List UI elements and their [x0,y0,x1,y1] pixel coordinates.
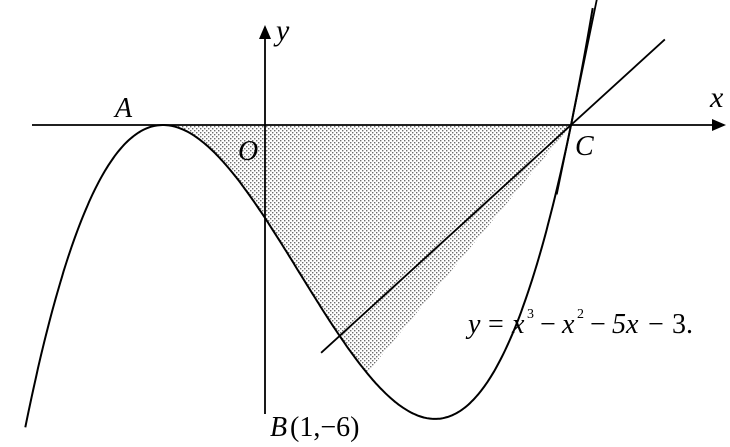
x-axis-label: x [709,81,724,114]
steep-line-c [555,0,598,195]
equation-x-cubed: x [511,309,525,340]
equation-equals: = [488,309,504,340]
point-label-b-letter: B [270,412,287,443]
curve-equation: y = x 3 − x 2 − 5x − 3. [465,307,693,340]
equation-minus-3: − [648,309,664,340]
equation-5x: 5x [612,309,639,340]
equation-minus-2: − [590,309,606,340]
point-label-c: C [575,131,594,162]
point-label-a: A [113,93,133,124]
equation-power-2: 2 [577,307,584,322]
equation-y: y [465,309,481,340]
equation-x-squared: x [561,309,575,340]
equation-power-3: 3 [527,307,534,322]
point-label-b: B (1,−6) [270,412,359,443]
y-axis-label: y [273,14,290,47]
cubic-curve [24,7,594,428]
equation-constant: 3. [672,309,693,340]
point-label-b-coords: (1,−6) [290,412,359,443]
tangent-line-bc [320,38,666,354]
point-label-o: O [238,136,258,167]
equation-minus-1: − [540,309,556,340]
